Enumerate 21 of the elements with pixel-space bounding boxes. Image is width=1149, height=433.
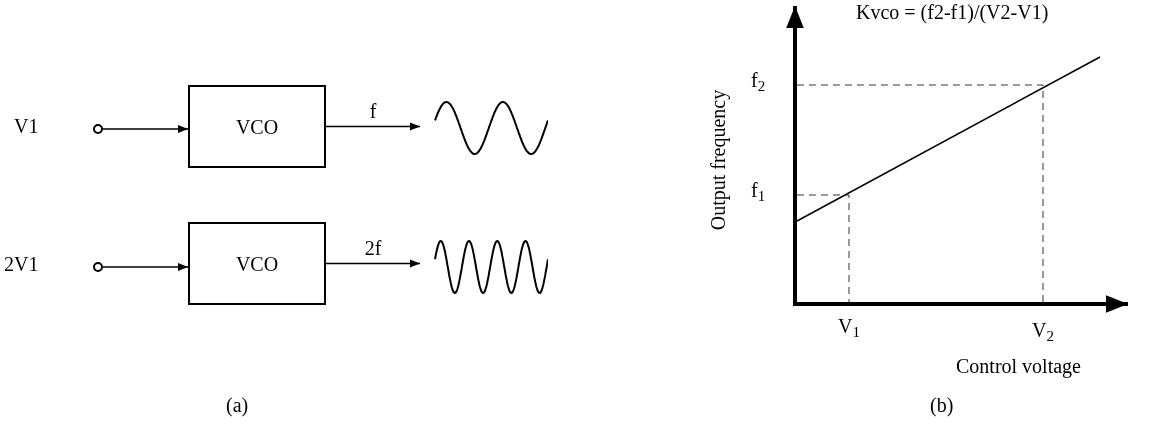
text-label: f$_{1}$ [751,180,766,200]
text-label: V$_{1}$ [838,316,860,336]
arrow [102,263,189,271]
axis-title: Output frequency [708,89,728,231]
input-terminal [93,262,103,272]
edge-label: 2f [362,237,384,258]
input-label: V1 [14,116,39,136]
edge-label: f [367,100,379,121]
arrow [102,125,189,133]
text-label: f$_{2}$ [751,70,766,90]
text-label: (a) [226,395,249,415]
arrow [325,259,421,268]
input-terminal [93,124,103,134]
arrow [325,122,421,131]
vco-block: VCO [188,222,326,305]
input-label: 2V1 [4,254,39,274]
vco-block: VCO [188,85,326,168]
text-label: Control voltage [956,356,1081,376]
text-label: (b) [930,395,954,415]
text-label: V$_{2}$ [1032,320,1054,340]
text-label: Kvco = (f2-f1)/(V2-V1) [856,2,1049,22]
